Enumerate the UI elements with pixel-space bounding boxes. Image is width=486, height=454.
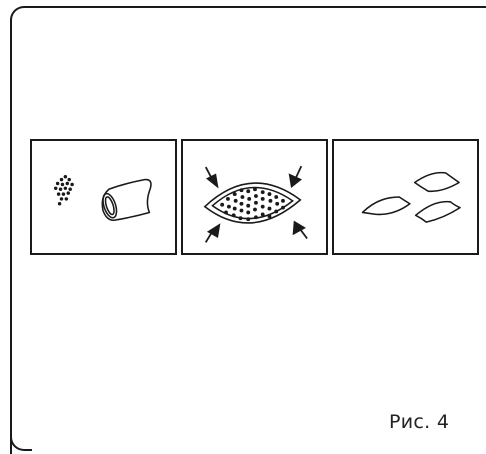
figure-frame-corner (10, 420, 32, 451)
leaf-casing-icon (205, 183, 301, 223)
panel-finished-pieces (332, 139, 479, 255)
tube-icon (100, 180, 151, 221)
finished-piece-icons (363, 173, 461, 223)
pressing-drawing (183, 141, 326, 253)
seed-cluster-icon (54, 175, 74, 206)
figure-panels (30, 139, 483, 255)
press-arrow-bottom-left-icon (206, 225, 220, 242)
finished-pieces-drawing (334, 141, 477, 253)
press-arrow-bottom-right-icon (294, 222, 308, 238)
seeds-and-tube-drawing (32, 141, 175, 253)
press-arrow-top-left-icon (206, 167, 218, 186)
panel-seeds-and-tube (30, 139, 177, 255)
press-arrow-top-right-icon (290, 166, 302, 186)
figure-caption: Рис. 4 (389, 411, 449, 433)
panel-pressing (181, 139, 328, 255)
